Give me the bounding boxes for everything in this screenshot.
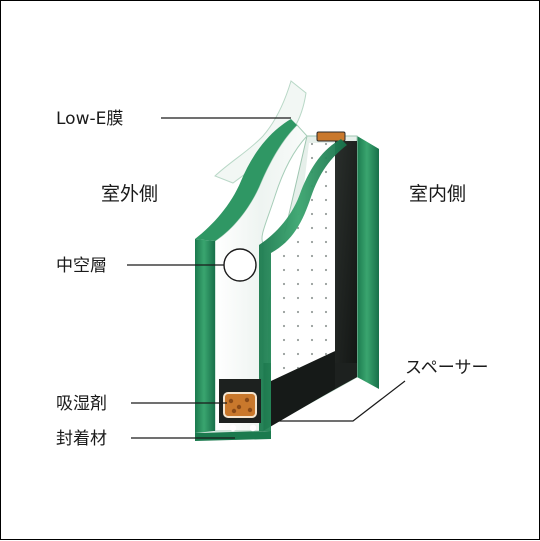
label-spacer: スペーサー (405, 358, 488, 378)
desiccant-chamber (223, 392, 257, 418)
leader-spacer (273, 380, 406, 422)
outer-pane-edge-bottom (195, 431, 271, 441)
label-desiccant: 吸湿剤 (56, 394, 107, 414)
sealant-dot-left (229, 424, 237, 432)
bottom-spacer-section (219, 379, 261, 432)
outer-pane-edge-top (195, 119, 297, 241)
label-sealant: 封着材 (56, 429, 107, 449)
outer-pane-edge-left (195, 239, 215, 433)
middle-pane-edge (259, 139, 347, 431)
air-layer-marker (223, 248, 257, 282)
spacer-bottom-front (259, 351, 335, 431)
spacer-vertical (335, 141, 357, 389)
inner-pane-side-edge (357, 136, 379, 389)
label-outdoor: 室外側 (101, 183, 158, 205)
label-indoor: 室内側 (409, 183, 466, 205)
top-desiccant (316, 131, 346, 142)
label-air-layer: 中空層 (56, 256, 107, 276)
label-low-e: Low-E膜 (56, 109, 123, 129)
spacer-frame (259, 141, 357, 431)
sealant-dot-right (249, 424, 257, 432)
